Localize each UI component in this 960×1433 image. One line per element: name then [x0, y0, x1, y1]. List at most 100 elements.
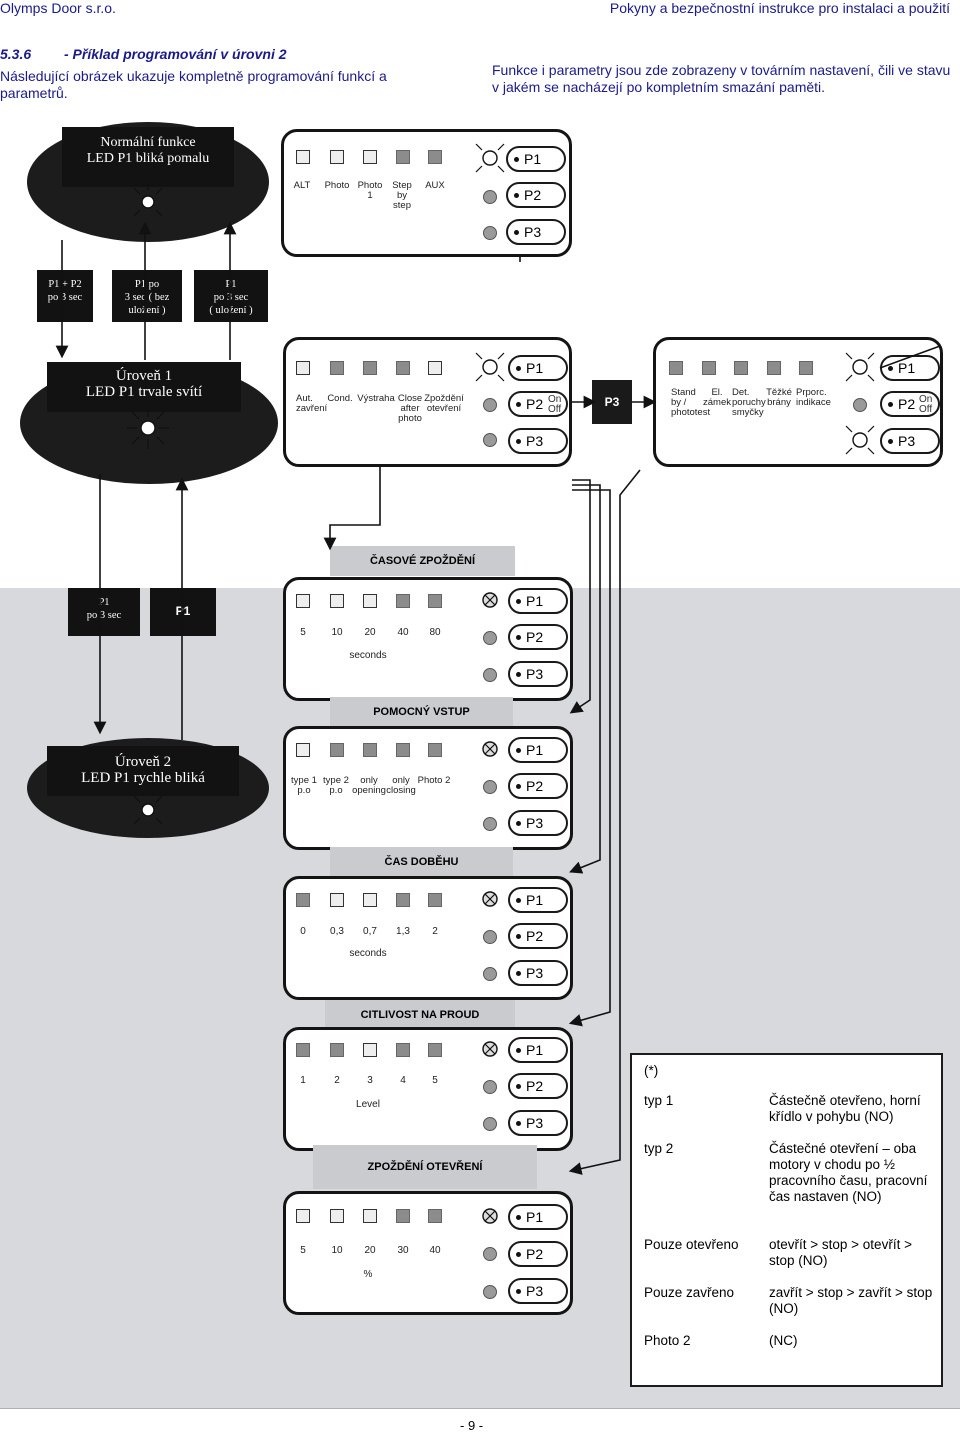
p1-button[interactable]: P1: [508, 355, 568, 381]
explanation-table: (*) typ 1 Částečně otevřeno, horní křídl…: [630, 1053, 943, 1387]
table-value: Částečně otevřeno, horní křídlo v pohybu…: [769, 1093, 921, 1124]
led-prporc: [799, 361, 813, 375]
led-p3: [483, 226, 497, 240]
label-type2: type 2 p.o: [323, 775, 349, 796]
p1-button[interactable]: P1: [506, 146, 566, 172]
p3-button[interactable]: P3: [508, 661, 568, 687]
p3-button[interactable]: P3: [508, 960, 568, 986]
p1-button[interactable]: P1: [508, 887, 568, 913]
label-v1: 0: [300, 926, 306, 937]
p3-transition: P3: [592, 380, 632, 424]
label-v3: 3: [367, 1075, 373, 1086]
section-time-delay: ČASOVÉ ZPOŽDĚNÍ: [330, 546, 515, 576]
led-1: [296, 1209, 310, 1223]
p2-button[interactable]: P2: [506, 182, 566, 208]
label-v5: 40: [429, 1245, 441, 1256]
p1-button[interactable]: P1: [508, 1204, 568, 1230]
led-p2: [483, 1247, 497, 1261]
led-4: [396, 893, 410, 907]
p2-button[interactable]: P2: [508, 624, 568, 650]
led-p2: [483, 631, 497, 645]
led-3: [363, 1043, 377, 1057]
led-aux: [428, 150, 442, 164]
label-only-opening: only opening: [352, 775, 386, 796]
p2-button[interactable]: P2: [508, 391, 568, 417]
label-v2: 10: [331, 627, 343, 638]
p3-button[interactable]: P3: [508, 1110, 568, 1136]
led-vystraha: [363, 361, 377, 375]
table-key: typ 1: [644, 1093, 674, 1108]
label-v3: 20: [364, 627, 376, 638]
led-p2: [483, 930, 497, 944]
p3-button[interactable]: P3: [880, 428, 940, 454]
led-2: [330, 893, 344, 907]
led-4: [396, 1043, 410, 1057]
intro-left: Následující obrázek ukazuje kompletně pr…: [0, 68, 387, 101]
label-v4: 1,3: [396, 926, 410, 937]
p3-button[interactable]: P3: [506, 219, 566, 245]
label-v4: 30: [397, 1245, 409, 1256]
label-aut: Aut. zavření: [296, 393, 328, 414]
label-v3: 0,7: [363, 926, 377, 937]
led-photo: [330, 150, 344, 164]
p1-button[interactable]: P1: [880, 355, 940, 381]
led-2: [330, 1043, 344, 1057]
section-title: - Příklad programování v úrovni 2: [64, 46, 287, 62]
led-p3: [483, 967, 497, 981]
section-run-time: ČAS DOBĚHU: [330, 847, 513, 877]
led-4: [396, 743, 410, 757]
led-tezke: [767, 361, 781, 375]
p2-button[interactable]: P2: [508, 923, 568, 949]
table-value: (NC): [769, 1333, 798, 1348]
label-unit: seconds: [349, 948, 387, 959]
led-1: [296, 1043, 310, 1057]
label-v1: 1: [300, 1075, 306, 1086]
label-unit: seconds: [349, 650, 387, 661]
p2-button[interactable]: P2: [508, 1241, 568, 1267]
section-number: 5.3.6: [0, 46, 32, 62]
led-1: [296, 594, 310, 608]
p3-button[interactable]: P3: [508, 428, 568, 454]
label-cond: Cond.: [327, 393, 353, 404]
label-type1: type 1 p.o: [291, 775, 317, 796]
label-aux: AUX: [425, 180, 445, 191]
label-zpozdeni: Zpoždění otevření: [424, 393, 464, 414]
led-p2: [483, 1080, 497, 1094]
page-number: - 9 -: [460, 1418, 484, 1433]
led-5: [428, 594, 442, 608]
led-p3: [483, 1285, 497, 1299]
label-alt: ALT: [293, 180, 311, 191]
p2-button[interactable]: P2: [880, 391, 940, 417]
led-2: [330, 743, 344, 757]
led-4: [396, 1209, 410, 1223]
p1-button[interactable]: P1: [508, 588, 568, 614]
label-v2: 10: [331, 1245, 343, 1256]
led-cond: [330, 361, 344, 375]
label-photo2: Photo 2: [417, 775, 451, 786]
led-det-poruchy: [734, 361, 748, 375]
p2-button[interactable]: P2: [508, 773, 568, 799]
label-unit: Level: [356, 1099, 380, 1110]
intro-right: Funkce i parametry jsou zde zobrazeny v …: [492, 62, 951, 95]
footer-rule: [0, 1408, 960, 1409]
p1-button[interactable]: P1: [508, 1037, 568, 1063]
p3-button[interactable]: P3: [508, 810, 568, 836]
table-key: Photo 2: [644, 1333, 691, 1348]
led-p3: [483, 433, 497, 447]
led-alt: [296, 150, 310, 164]
label-photo: Photo: [324, 180, 350, 191]
led-2: [330, 1209, 344, 1223]
table-key: typ 2: [644, 1141, 674, 1156]
p3-button[interactable]: P3: [508, 1278, 568, 1304]
p2-button[interactable]: P2: [508, 1073, 568, 1099]
p1-button[interactable]: P1: [508, 737, 568, 763]
label-vystraha: Výstraha: [357, 393, 395, 404]
led-p3: [483, 668, 497, 682]
